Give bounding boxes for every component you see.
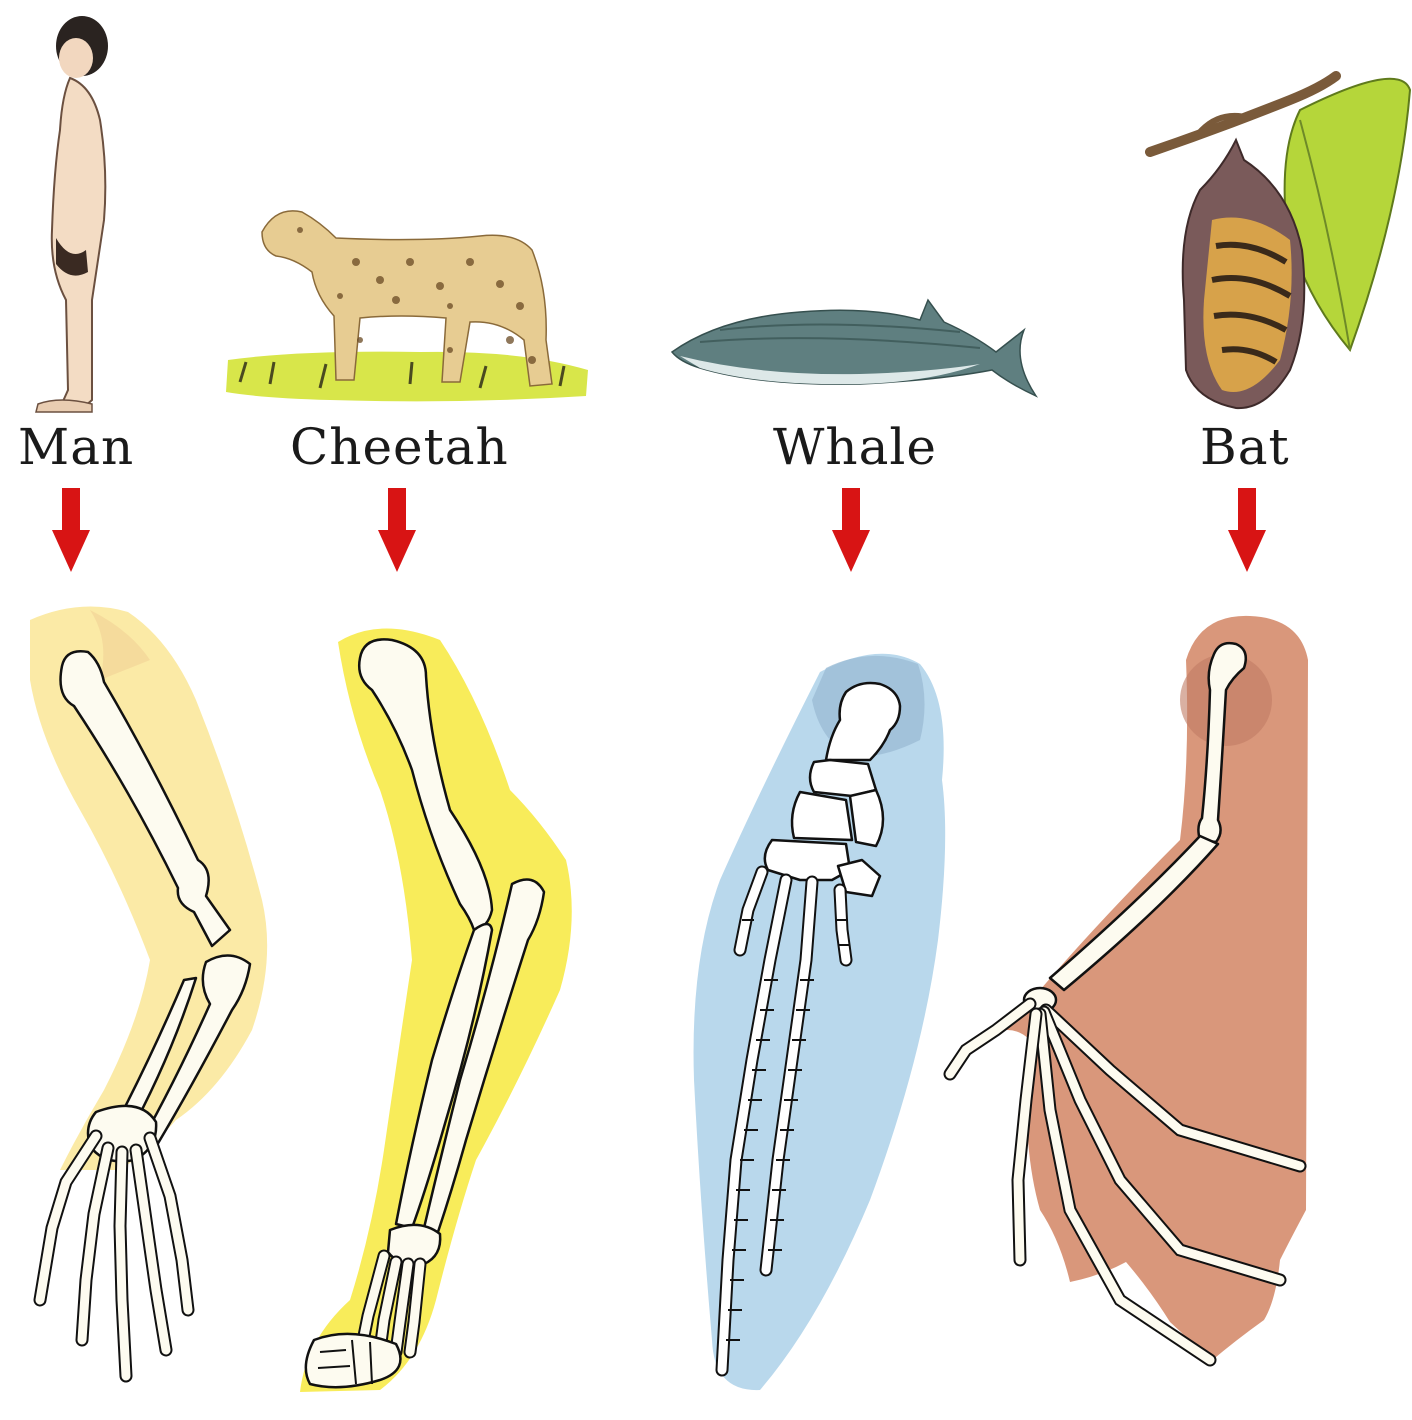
bat-wing xyxy=(950,616,1308,1362)
label-whale: Whale xyxy=(773,418,937,476)
whale-illustration xyxy=(672,300,1036,396)
bat-illustration xyxy=(1150,76,1410,408)
arrow-bat xyxy=(1228,488,1266,572)
cheetah-illustration xyxy=(226,211,588,401)
label-man: Man xyxy=(18,418,134,476)
man-forelimb xyxy=(30,607,267,1376)
label-cheetah: Cheetah xyxy=(290,418,509,476)
label-bat: Bat xyxy=(1200,418,1290,476)
arrow-cheetah xyxy=(378,488,416,572)
arrow-man xyxy=(52,488,90,572)
man-illustration xyxy=(36,16,108,412)
cheetah-forelimb xyxy=(300,628,572,1392)
arrow-whale xyxy=(832,488,870,572)
whale-flipper xyxy=(694,654,946,1390)
